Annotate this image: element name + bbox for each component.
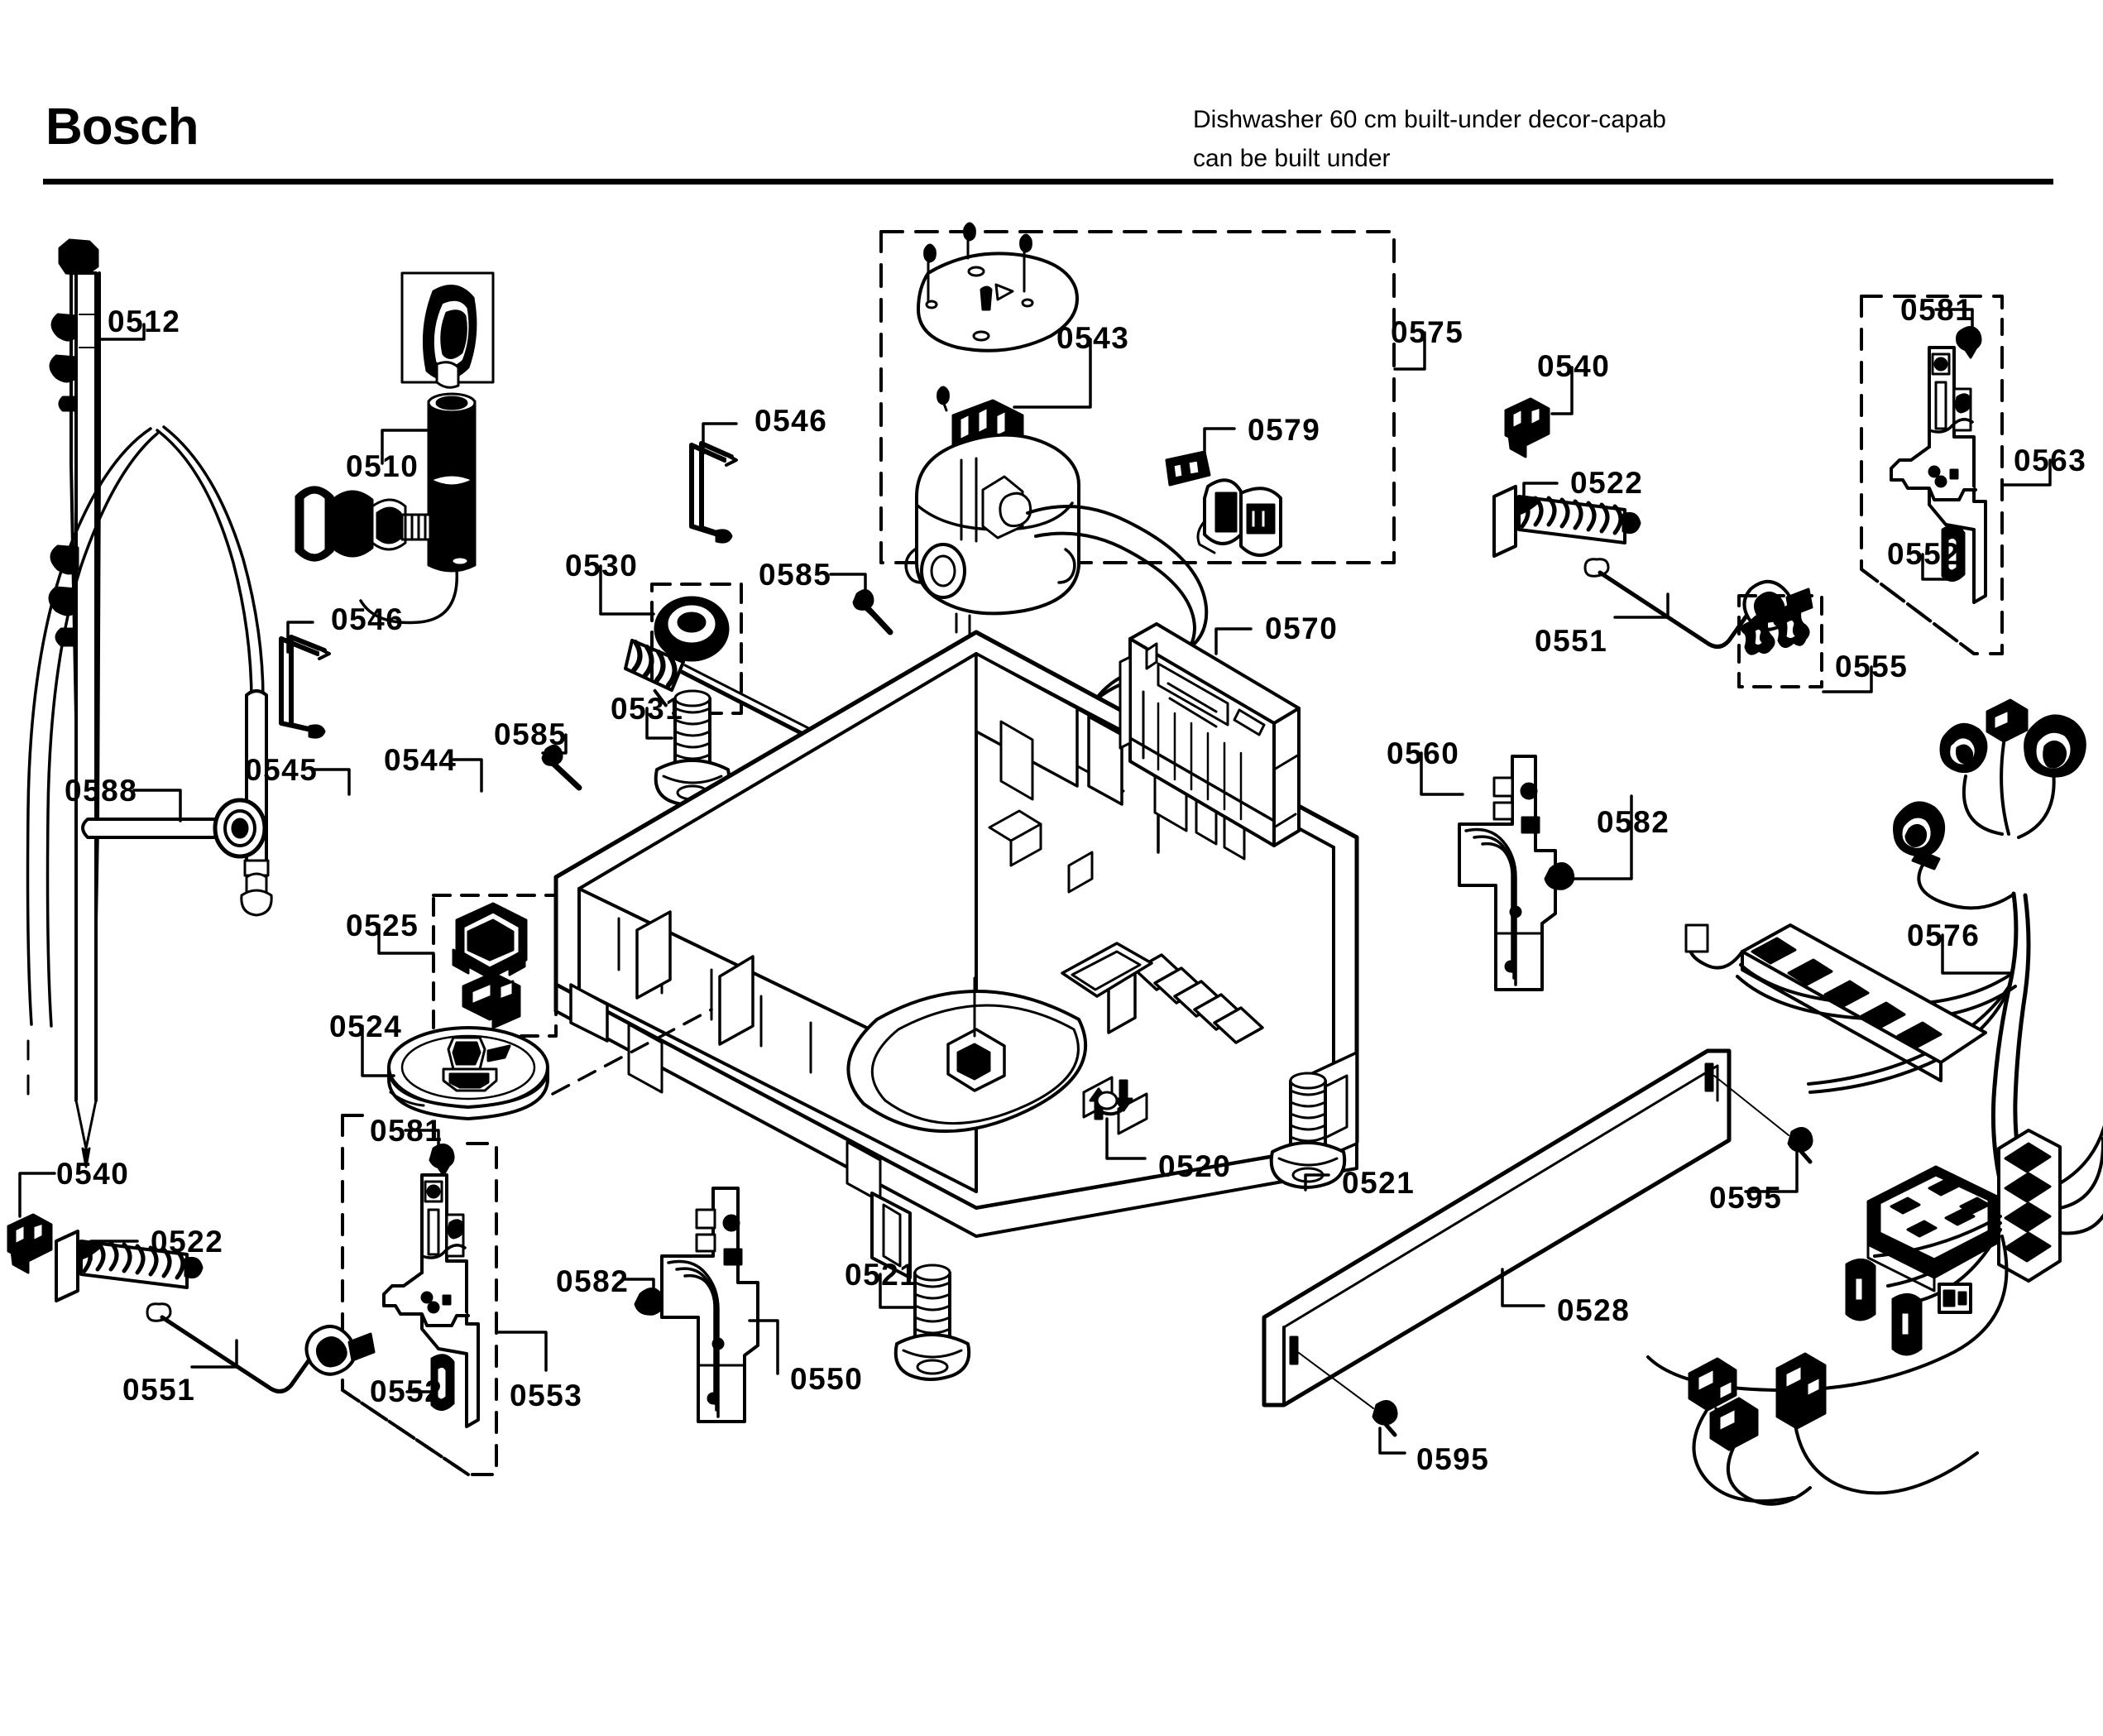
part-0540-upper-clip bbox=[1504, 397, 1550, 458]
group-0525-dashed-box bbox=[432, 894, 558, 1038]
part-0576-wiring-harness bbox=[1646, 698, 2103, 1506]
header-divider bbox=[43, 179, 2053, 185]
part-0595-screw-upper bbox=[1787, 1127, 1813, 1164]
part-callout-0585: 0585 bbox=[759, 558, 832, 592]
part-callout-0525: 0525 bbox=[346, 909, 419, 942]
part-0524-cover bbox=[387, 1026, 549, 1120]
part-callout-0581: 0581 bbox=[370, 1114, 443, 1148]
part-0525-switch bbox=[452, 902, 528, 980]
part-0546-left-clip bbox=[279, 635, 331, 739]
part-callout-0582: 0582 bbox=[556, 1264, 630, 1298]
part-callout-0553: 0553 bbox=[510, 1379, 583, 1412]
part-callout-0540: 0540 bbox=[1537, 349, 1611, 383]
part-callout-0528: 0528 bbox=[1557, 1293, 1631, 1327]
part-callout-0546: 0546 bbox=[754, 404, 828, 438]
part-callout-0551: 0551 bbox=[1535, 624, 1608, 658]
part-0581-lower-screw bbox=[429, 1144, 455, 1177]
part-0546-center-clip bbox=[689, 441, 738, 544]
part-callout-0531: 0531 bbox=[611, 692, 684, 726]
part-0512-spray-tube bbox=[48, 238, 101, 1168]
group-0563-dashed-box bbox=[1860, 295, 2004, 655]
part-0595-screw-lower bbox=[1372, 1400, 1398, 1437]
part-callout-0575: 0575 bbox=[1391, 315, 1464, 349]
part-callout-0530: 0530 bbox=[565, 549, 639, 583]
part-0552-left-bushing bbox=[430, 1354, 455, 1411]
part-0553-door-latch-left bbox=[382, 1173, 480, 1428]
brand-logo: Bosch bbox=[46, 98, 199, 156]
part-callout-0551: 0551 bbox=[122, 1373, 196, 1407]
group-0553-dashed-box bbox=[341, 1114, 498, 1476]
part-0540-lower-clip bbox=[7, 1213, 53, 1274]
part-0522-upper-spring bbox=[1492, 485, 1641, 558]
part-callout-0521: 0521 bbox=[1342, 1166, 1416, 1200]
part-0555-clips bbox=[1740, 603, 1810, 655]
part-0585-screw-a bbox=[852, 589, 893, 635]
part-0520-base-frame bbox=[551, 630, 1359, 1279]
part-callout-0576: 0576 bbox=[1907, 918, 1981, 952]
part-callout-0520: 0520 bbox=[1158, 1149, 1232, 1183]
part-0582-lower-pin bbox=[634, 1288, 665, 1316]
part-0525-connector bbox=[462, 971, 521, 1029]
part-0550-bracket bbox=[660, 1187, 759, 1423]
callout-leader-lines bbox=[18, 308, 2052, 1455]
part-inset-box-bracket bbox=[400, 271, 495, 389]
part-callout-0560: 0560 bbox=[1387, 736, 1460, 770]
group-0575-dashed-box bbox=[879, 230, 1396, 564]
part-0563-door-latch-right bbox=[1890, 346, 1987, 604]
part-callout-0595: 0595 bbox=[1709, 1181, 1783, 1215]
part-callout-0544: 0544 bbox=[384, 743, 457, 777]
part-0521-screw-right bbox=[1269, 1072, 1347, 1189]
part-callout-0546: 0546 bbox=[331, 602, 405, 636]
part-callout-0581: 0581 bbox=[1900, 293, 1974, 327]
part-callout-0540: 0540 bbox=[56, 1157, 130, 1191]
part-callout-0552: 0552 bbox=[370, 1374, 443, 1408]
part-callout-0579: 0579 bbox=[1248, 413, 1321, 447]
part-0579-clip bbox=[1165, 450, 1211, 487]
part-callout-0512: 0512 bbox=[108, 305, 181, 338]
part-callout-0585: 0585 bbox=[494, 717, 568, 751]
group-0555-dashed-box bbox=[1737, 594, 1823, 688]
part-0551-upper-rod bbox=[1583, 558, 1813, 649]
part-callout-0550: 0550 bbox=[790, 1362, 864, 1396]
part-0543-motor bbox=[904, 222, 1282, 794]
part-callout-0555: 0555 bbox=[1835, 650, 1909, 683]
part-callout-0510: 0510 bbox=[346, 449, 419, 483]
part-0581-upper-screw bbox=[1956, 326, 1982, 359]
part-callout-0524: 0524 bbox=[329, 1009, 403, 1043]
part-callout-0563: 0563 bbox=[2014, 444, 2087, 477]
part-callout-0582: 0582 bbox=[1597, 805, 1670, 839]
part-callout-0595: 0595 bbox=[1416, 1442, 1490, 1476]
page-title: Dishwasher 60 cm built-under decor-capab… bbox=[1193, 101, 2103, 178]
part-0588-hose bbox=[26, 425, 273, 1096]
part-0570-control-module bbox=[1119, 622, 1301, 847]
part-callout-0570: 0570 bbox=[1265, 611, 1339, 645]
part-0510-coupler bbox=[295, 486, 452, 562]
part-callout-0545: 0545 bbox=[245, 753, 319, 787]
part-callout-0522: 0522 bbox=[151, 1225, 224, 1259]
part-callout-0522: 0522 bbox=[1570, 466, 1644, 500]
part-0528-panel bbox=[1262, 1048, 1789, 1409]
page-title-line-2: can be built under bbox=[1193, 144, 1391, 172]
part-0522-lower-spring bbox=[55, 1230, 204, 1302]
page-title-line-1: Dishwasher 60 cm built-under decor-capab bbox=[1193, 106, 1666, 133]
part-callout-0521: 0521 bbox=[845, 1258, 918, 1292]
part-0582-upper-pin bbox=[1544, 862, 1575, 890]
part-callout-0588: 0588 bbox=[65, 774, 138, 808]
part-callout-0543: 0543 bbox=[1056, 321, 1130, 355]
part-0585-screw-b bbox=[541, 745, 582, 791]
part-0560-bracket bbox=[1458, 755, 1557, 991]
part-0521-screw-center bbox=[893, 1264, 971, 1381]
part-0551-lower-rod bbox=[146, 1302, 376, 1393]
part-callout-0552: 0552 bbox=[1887, 537, 1961, 571]
